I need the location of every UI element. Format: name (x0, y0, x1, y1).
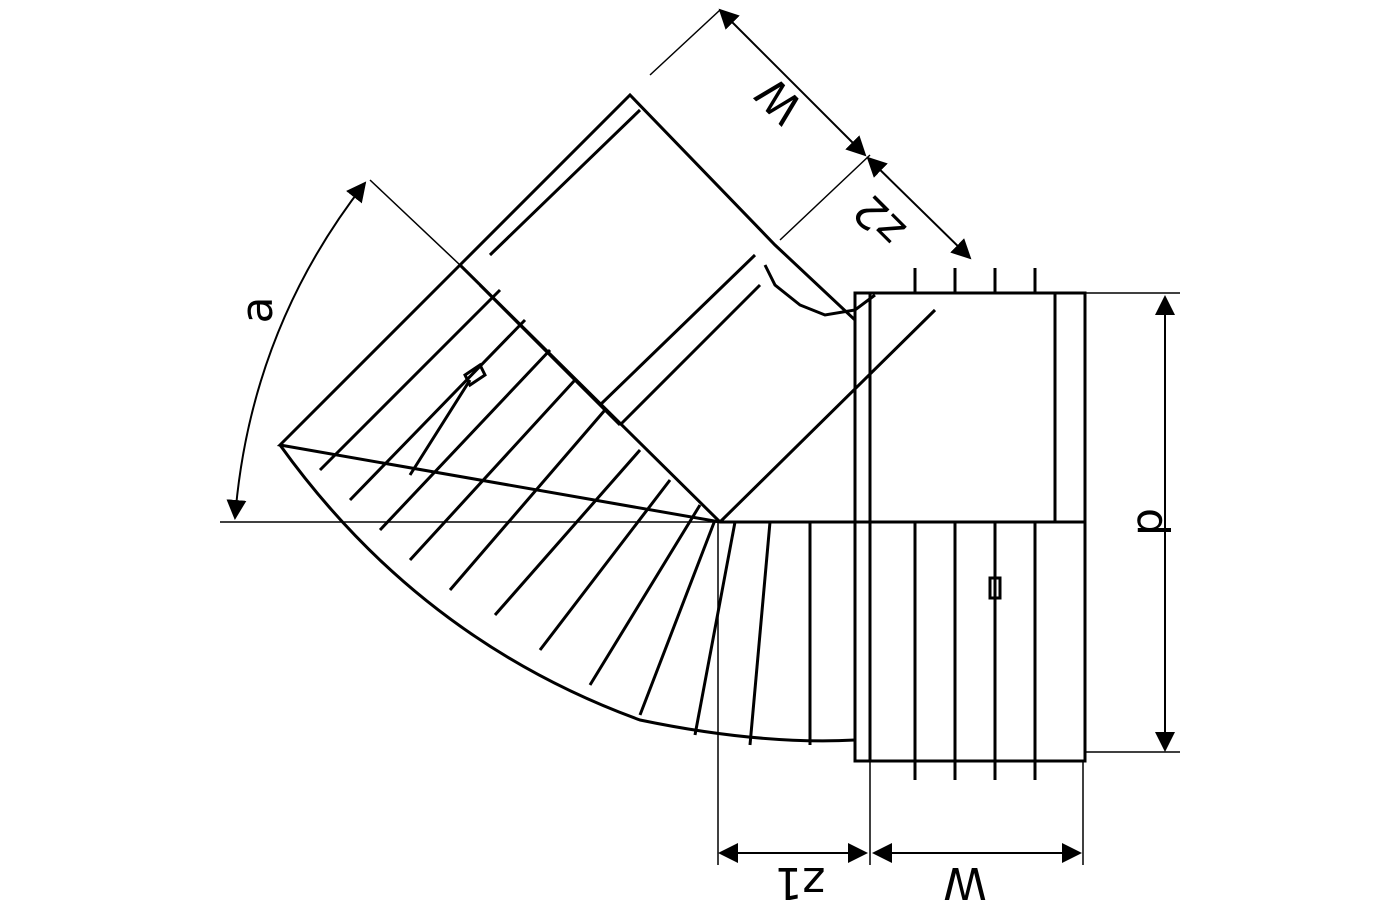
socket-ribs (913, 268, 1037, 780)
socket-depth-top-label: W (746, 67, 813, 134)
bend-ribs (318, 288, 812, 746)
bend-body (276, 92, 937, 746)
angle-label: a (232, 297, 283, 324)
dimension-lines (226, 8, 1175, 863)
extension-lines (220, 9, 1180, 865)
horizontal-socket (853, 268, 1087, 780)
socket-depth-bottom-label: W (943, 857, 987, 900)
offset-bottom-label: z1 (774, 857, 825, 900)
diameter-label: d (1127, 508, 1178, 536)
